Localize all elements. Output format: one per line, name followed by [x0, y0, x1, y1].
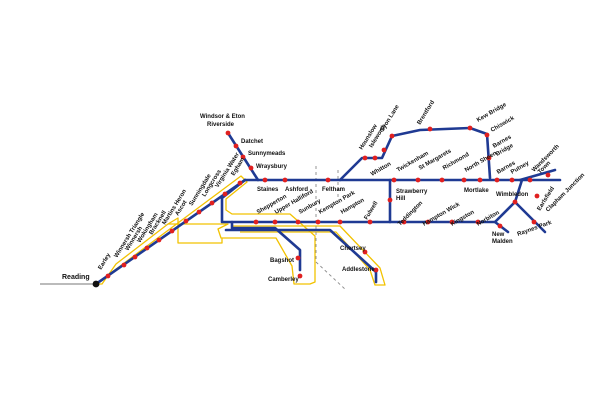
- label-kempton-park: Kempton Park: [318, 190, 357, 216]
- label-earley: Earley: [98, 252, 113, 271]
- station-dot-addlestone[interactable]: [373, 267, 379, 273]
- label-strawberry-hill-1: Strawberry: [396, 189, 428, 195]
- label-wimbledon: Wimbledon: [496, 192, 529, 198]
- dashed-line-1: [315, 166, 347, 291]
- station-dot-bagshot[interactable]: [295, 255, 301, 261]
- station-dot-staines[interactable]: [262, 177, 268, 183]
- station-dot-winnersh[interactable]: [132, 254, 138, 260]
- station-dot-camberley[interactable]: [297, 273, 303, 279]
- label-sunnymeads: Sunnymeads: [248, 151, 286, 157]
- line-clapham-right: [518, 168, 557, 182]
- label-brentford: Brentford: [417, 99, 437, 126]
- label-north-sheen: North Sheen: [464, 151, 498, 174]
- station-dot-chiswick[interactable]: [484, 132, 490, 138]
- label-whitton: Whitton: [370, 161, 393, 178]
- label-chertsey: Chertsey: [340, 246, 366, 252]
- label-kingston: Kingston: [450, 209, 476, 227]
- label-syon-lane: Syon Lane: [380, 104, 402, 133]
- station-dot-brentford[interactable]: [427, 126, 433, 132]
- station-dot-windsor[interactable]: [225, 130, 231, 136]
- label-fulwell: Fulwell: [364, 200, 380, 221]
- station-dot-winnersh-triangle[interactable]: [121, 262, 127, 268]
- station-dot-sunbury[interactable]: [295, 219, 301, 225]
- station-dot-egham[interactable]: [237, 180, 243, 186]
- line-chertsey: [224, 228, 378, 284]
- station-dot-martins-heron[interactable]: [169, 228, 175, 234]
- station-dot-hampton[interactable]: [337, 219, 343, 225]
- station-dot-ashford[interactable]: [282, 177, 288, 183]
- label-windsor-2: Riverside: [207, 122, 235, 128]
- label-bagshot: Bagshot: [270, 258, 294, 264]
- label-strawberry-hill-2: Hill: [396, 196, 406, 202]
- label-reading: Reading: [62, 274, 90, 281]
- station-dot-mortlake[interactable]: [477, 177, 483, 183]
- station-dot-putney[interactable]: [509, 177, 515, 183]
- station-dot-longcross[interactable]: [209, 200, 215, 206]
- label-camberley: Camberley: [268, 277, 299, 283]
- terminus-reading-dot: [92, 280, 100, 288]
- label-mortlake: Mortlake: [464, 188, 489, 194]
- station-dot-virginia-water[interactable]: [222, 191, 228, 197]
- station-dot-hampton-wick[interactable]: [425, 219, 431, 225]
- station-dot-barnes-bridge[interactable]: [486, 155, 492, 161]
- station-dot-ascot[interactable]: [183, 218, 189, 224]
- yellow-branch-chertsey: [232, 225, 386, 286]
- station-dot-strawberry-hill[interactable]: [387, 197, 393, 203]
- station-dot-st-margarets[interactable]: [415, 177, 421, 183]
- station-dot-clapham-junction[interactable]: [545, 172, 551, 178]
- station-dot-richmond[interactable]: [439, 177, 445, 183]
- line-shepperton: [230, 220, 302, 272]
- station-dot-north-sheen[interactable]: [461, 177, 467, 183]
- station-dot-syon-lane[interactable]: [389, 133, 395, 139]
- station-dot-wandsworth-town[interactable]: [527, 177, 533, 183]
- station-dot-shepperton[interactable]: [253, 219, 259, 225]
- station-dot-barnes[interactable]: [494, 177, 500, 183]
- station-dot-kingston[interactable]: [449, 219, 455, 225]
- label-new-malden-1: New: [492, 232, 505, 238]
- station-dot-datchet[interactable]: [233, 143, 239, 149]
- label-datchet: Datchet: [241, 139, 263, 145]
- station-dot-raynes-park[interactable]: [531, 219, 537, 225]
- label-feltham: Feltham: [322, 187, 345, 193]
- station-dot-earlsfield[interactable]: [534, 193, 540, 199]
- station-dot-norbiton[interactable]: [475, 219, 481, 225]
- label-windsor: Windsor & Eton: [200, 114, 245, 120]
- station-dot-earley[interactable]: [105, 273, 111, 279]
- station-dot-wraysbury[interactable]: [248, 165, 254, 171]
- station-dot-kew-bridge[interactable]: [467, 125, 473, 131]
- station-dot-sunningdale[interactable]: [196, 209, 202, 215]
- label-staines: Staines: [257, 187, 279, 193]
- station-dot-wokingham[interactable]: [144, 245, 150, 251]
- label-wraysbury: Wraysbury: [256, 164, 288, 170]
- station-dot-wimbledon[interactable]: [512, 199, 518, 205]
- station-dot-fulwell[interactable]: [367, 219, 373, 225]
- station-labels: Reading Earley Winnersh Triangle Winners…: [62, 99, 586, 283]
- yellow-branch-inner: [167, 217, 223, 244]
- label-chiswick: Chiswick: [490, 115, 516, 134]
- station-dot-chertsey[interactable]: [362, 249, 368, 255]
- line-raynes: [513, 200, 547, 234]
- station-dot-twickenham[interactable]: [391, 177, 397, 183]
- station-dot-new-malden[interactable]: [497, 223, 503, 229]
- station-dot-whitton[interactable]: [362, 155, 368, 161]
- station-dots: [105, 125, 551, 279]
- label-teddington: Teddington: [397, 200, 424, 227]
- label-addlestone: Addlestone: [342, 267, 375, 273]
- station-dot-isleworth[interactable]: [381, 147, 387, 153]
- station-dot-hounslow[interactable]: [372, 155, 378, 161]
- dashed-boundaries: [315, 166, 347, 291]
- station-dot-upper-halliford[interactable]: [272, 219, 278, 225]
- station-dot-feltham[interactable]: [325, 177, 331, 183]
- label-new-malden-2: Malden: [492, 239, 513, 245]
- label-ashford: Ashford: [285, 187, 308, 193]
- station-dot-kempton-park[interactable]: [315, 219, 321, 225]
- station-dot-bracknell[interactable]: [156, 237, 162, 243]
- station-dot-teddington[interactable]: [401, 219, 407, 225]
- station-dot-sunnymeads[interactable]: [240, 154, 246, 160]
